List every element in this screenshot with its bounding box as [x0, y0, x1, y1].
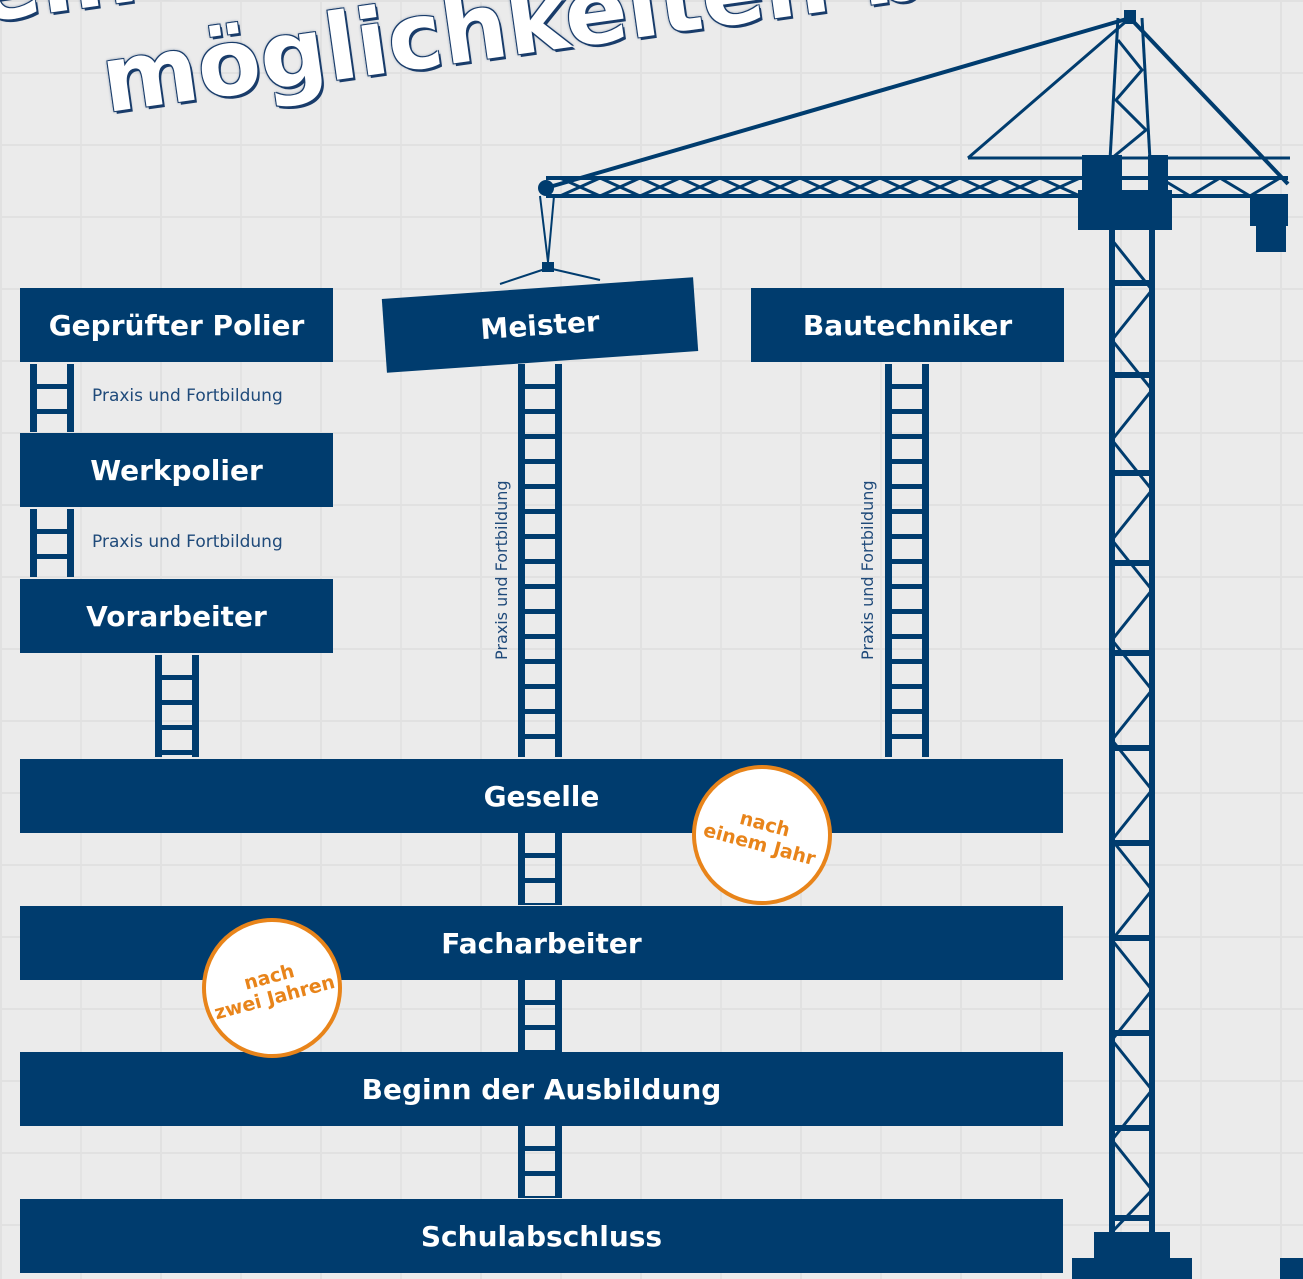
box-bautechniker: Bautechniker [751, 288, 1064, 362]
box-gepruefter-polier: Geprüfter Polier [20, 288, 333, 362]
ladder-schulabschluss-beginn [518, 1126, 562, 1198]
box-beginn-der-ausbildung: Beginn der Ausbildung [20, 1052, 1063, 1126]
box-vorarbeiter: Vorarbeiter [20, 579, 333, 653]
ladder-meister [518, 364, 562, 757]
ladder-vorarbeiter [155, 655, 199, 757]
ladder-beginn-facharbeiter [518, 980, 562, 1052]
ladder-facharbeiter-geselle [518, 833, 562, 905]
box-schulabschluss: Schulabschluss [20, 1199, 1063, 1273]
box-facharbeiter: Facharbeiter [20, 906, 1063, 980]
ladder-bautechniker [885, 364, 929, 757]
ladder-polier-werkpolier [30, 364, 74, 432]
note-praxis-bautechniker: Praxis und Fortbildung [858, 480, 877, 660]
note-praxis-2: Praxis und Fortbildung [92, 532, 283, 552]
note-praxis-meister: Praxis und Fortbildung [492, 480, 511, 660]
note-praxis-1: Praxis und Fortbildung [92, 386, 283, 406]
ladder-werkpolier-vorarbeiter [30, 509, 74, 577]
box-geselle: Geselle [20, 759, 1063, 833]
box-werkpolier: Werkpolier [20, 433, 333, 507]
